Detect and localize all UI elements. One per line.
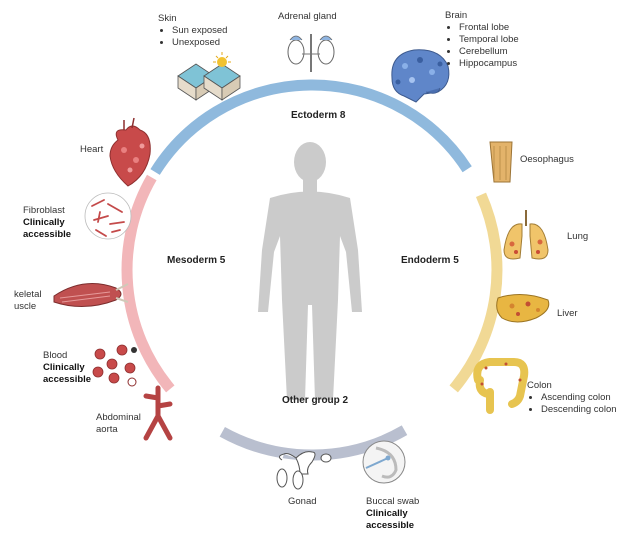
- heart-icon: [109, 117, 151, 187]
- other-group-label: Other group 2: [282, 395, 349, 406]
- brain-icon: [391, 49, 450, 103]
- colon-title: Colon: [527, 380, 552, 391]
- lung-icon: [503, 210, 549, 260]
- brain-title: Brain: [445, 10, 468, 21]
- buccal-swab-note: Clinically: [366, 508, 408, 519]
- brain-label: Brain Frontal lobe Temporal lobe Cerebel…: [445, 10, 519, 70]
- buccal-swab-title: Buccal swab: [366, 496, 420, 507]
- human-body-silhouette: [258, 142, 362, 400]
- skin-subitem: Sun exposed: [172, 25, 227, 37]
- skin-icon: [177, 52, 241, 101]
- buccal-swab-note: accessible: [366, 520, 415, 531]
- ectoderm-label: Ectoderm 8: [291, 110, 346, 121]
- brain-subitem: Cerebellum: [459, 46, 519, 58]
- aorta-line: Abdominal: [96, 412, 141, 423]
- ectoderm-arc: [150, 79, 472, 175]
- aorta-label: Abdominal aorta: [96, 412, 141, 436]
- blood-note: accessible: [43, 374, 92, 385]
- colon-icon: [473, 358, 529, 414]
- mesoderm-label: Mesoderm 5: [167, 255, 226, 266]
- colon-subitem: Descending colon: [541, 404, 617, 416]
- adrenal-gland-icon: [287, 34, 335, 72]
- lung-label: Lung: [567, 231, 589, 242]
- aorta-line: aorta: [96, 424, 118, 435]
- aorta-icon: [143, 385, 173, 441]
- oesophagus-icon: [489, 141, 513, 183]
- buccal-swab-label: Buccal swab Clinically accessible: [366, 496, 419, 532]
- colon-label: Colon Ascending colon Descending colon: [527, 380, 617, 416]
- mesoderm-arc: [121, 174, 175, 393]
- brain-sublist: Frontal lobe Temporal lobe Cerebellum Hi…: [445, 22, 519, 70]
- brain-subitem: Frontal lobe: [459, 22, 519, 34]
- fibroblast-note: Clinically accessible: [23, 217, 72, 240]
- endoderm-arc: [449, 192, 503, 393]
- skeletal-muscle-line: uscle: [14, 301, 37, 312]
- skin-label: Skin Sun exposed Unexposed: [158, 13, 227, 49]
- skin-subitem: Unexposed: [172, 37, 227, 49]
- fibroblast-label: Fibroblast Clinically accessible: [23, 205, 83, 241]
- brain-subitem: Hippocampus: [459, 58, 519, 70]
- skeletal-muscle-icon: [53, 283, 129, 308]
- gonad-icon: [276, 451, 332, 490]
- fibroblast-title: Fibroblast: [23, 205, 65, 216]
- blood-label: Blood Clinically accessible: [43, 350, 91, 386]
- skeletal-muscle-label: keletal uscle: [14, 289, 41, 313]
- liver-label: Liver: [557, 308, 578, 319]
- endoderm-label: Endoderm 5: [401, 255, 459, 266]
- blood-cells-icon: [92, 344, 137, 387]
- blood-title: Blood: [43, 350, 68, 361]
- oesophagus-label: Oesophagus: [520, 154, 574, 165]
- skeletal-muscle-line: keletal: [14, 289, 42, 300]
- liver-icon: [496, 294, 550, 323]
- brain-subitem: Temporal lobe: [459, 34, 519, 46]
- blood-note: Clinically: [43, 362, 85, 373]
- colon-subitem: Ascending colon: [541, 392, 617, 404]
- skin-sublist: Sun exposed Unexposed: [158, 25, 227, 49]
- buccal-swab-icon: [362, 440, 406, 484]
- gonad-label: Gonad: [288, 496, 317, 507]
- heart-label: Heart: [80, 144, 104, 155]
- fibroblast-icon: [84, 192, 132, 240]
- skin-title: Skin: [158, 13, 177, 24]
- colon-sublist: Ascending colon Descending colon: [527, 392, 617, 416]
- adrenal-gland-label: Adrenal gland: [278, 11, 337, 22]
